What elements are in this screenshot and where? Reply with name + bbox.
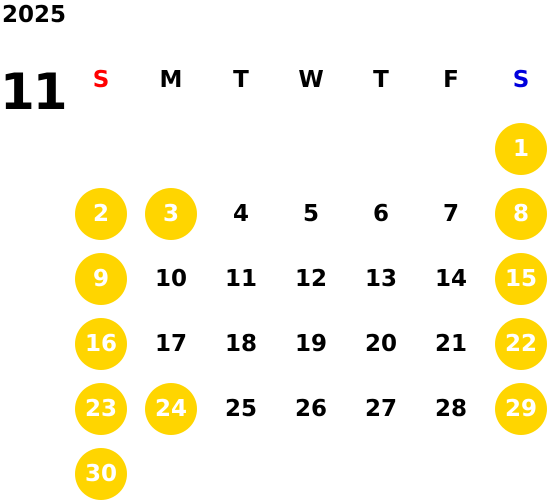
day-cell: 8 bbox=[495, 188, 547, 240]
day-cell: 6 bbox=[372, 201, 389, 227]
weekday-label: W bbox=[298, 67, 324, 93]
day-cell: 16 bbox=[75, 318, 127, 370]
weekday-label: M bbox=[159, 67, 183, 93]
weekday-label: T bbox=[233, 67, 249, 93]
day-cell: 5 bbox=[302, 201, 319, 227]
day-cell: 2 bbox=[75, 188, 127, 240]
day-cell: 24 bbox=[145, 383, 197, 435]
day-cell: 9 bbox=[75, 253, 127, 305]
day-cell: 28 bbox=[434, 396, 467, 422]
day-cell: 3 bbox=[145, 188, 197, 240]
day-cell: 14 bbox=[434, 266, 467, 292]
day-cell: 4 bbox=[232, 201, 249, 227]
day-cell: 23 bbox=[75, 383, 127, 435]
day-cell: 30 bbox=[75, 448, 127, 500]
day-cell: 15 bbox=[495, 253, 547, 305]
day-cell: 12 bbox=[294, 266, 327, 292]
day-cell: 29 bbox=[495, 383, 547, 435]
day-cell: 17 bbox=[154, 331, 187, 357]
day-cell: 19 bbox=[294, 331, 327, 357]
day-cell: 22 bbox=[495, 318, 547, 370]
day-cell: 11 bbox=[224, 266, 257, 292]
day-cell: 10 bbox=[154, 266, 187, 292]
calendar-year: 2025 bbox=[2, 2, 67, 28]
day-cell: 1 bbox=[495, 123, 547, 175]
day-cell: 27 bbox=[364, 396, 397, 422]
day-cell: 7 bbox=[442, 201, 459, 227]
calendar-month: 11 bbox=[0, 63, 68, 121]
day-cell: 26 bbox=[294, 396, 327, 422]
day-cell: 20 bbox=[364, 331, 397, 357]
weekday-label: S bbox=[512, 67, 530, 93]
day-cell: 13 bbox=[364, 266, 397, 292]
weekday-label: S bbox=[92, 67, 110, 93]
day-cell: 25 bbox=[224, 396, 257, 422]
weekday-label: F bbox=[443, 67, 459, 93]
day-cell: 18 bbox=[224, 331, 257, 357]
weekday-label: T bbox=[373, 67, 389, 93]
day-cell: 21 bbox=[434, 331, 467, 357]
